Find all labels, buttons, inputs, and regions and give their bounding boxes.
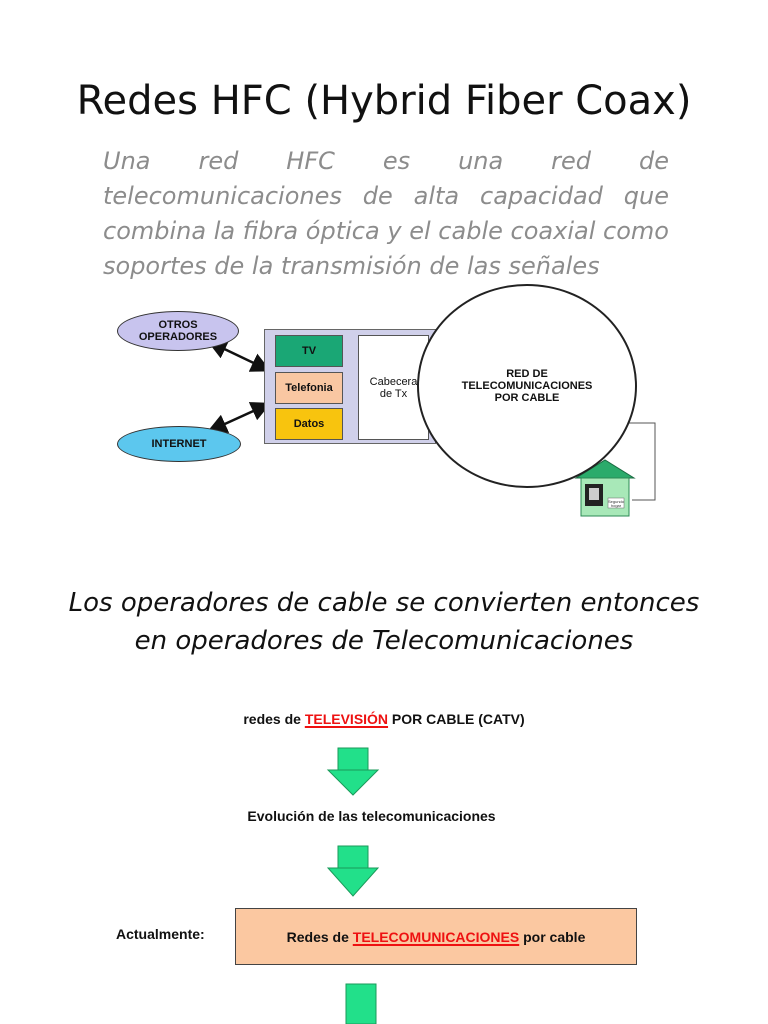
page-title: Redes HFC (Hybrid Fiber Coax) — [76, 78, 692, 124]
other-operators-node: OTROS OPERADORES — [117, 311, 239, 351]
flow-step1-highlight: TELEVISIÓN — [304, 711, 389, 727]
flow-step-catv: redes de TELEVISIÓN POR CABLE (CATV) — [0, 711, 768, 727]
flow-step1-suffix: POR CABLE (CATV) — [388, 711, 525, 727]
headend-label-line2: de Tx — [379, 387, 408, 400]
flow-step3-label: Actualmente: — [116, 926, 205, 942]
flow-step-current-box: Redes de TELECOMUNICACIONES por cable — [235, 908, 637, 965]
network-label-line3: POR CABLE — [494, 392, 560, 404]
flow-step3-suffix: por cable — [519, 928, 586, 945]
operators-link-arrow — [206, 340, 272, 372]
flow-arrow-3 — [345, 983, 377, 1024]
flow-arrow-1 — [326, 747, 380, 796]
subtitle-line1: Los operadores de cable se convierten en… — [68, 588, 700, 618]
flow-step3-highlight: TELECOMUNICACIONES — [352, 928, 520, 945]
house-label-line2: hogar — [610, 503, 622, 508]
datos-service: Datos — [275, 408, 343, 440]
house-label: Segundo hogar — [601, 500, 631, 508]
services-box: TV Telefonia Datos Cabecera de Tx — [264, 329, 436, 444]
internet-link-arrow — [206, 402, 272, 433]
house-icon — [574, 459, 636, 517]
network-label-line2: TELECOMUNICACIONES — [461, 380, 593, 392]
flow-step-evolution: Evolución de las telecomunicaciones — [247, 808, 496, 824]
telefonia-service: Telefonia — [275, 372, 343, 404]
flow-step1-prefix: redes de — [243, 711, 305, 727]
internet-node: INTERNET — [117, 426, 241, 462]
subtitle: Los operadores de cable se convierten en… — [0, 584, 768, 660]
home-connection-line — [620, 422, 656, 501]
operators-label-line2: OPERADORES — [138, 331, 218, 343]
headend-label-line1: Cabecera — [369, 375, 418, 388]
tv-service: TV — [275, 335, 343, 367]
flow-step3-prefix: Redes de — [286, 928, 353, 945]
flow-arrow-2 — [326, 845, 380, 897]
description-text: Una red HFC es una red de telecomunicaci… — [103, 147, 669, 280]
cable-network-node: RED DE TELECOMUNICACIONES POR CABLE — [417, 284, 637, 488]
house-label-line1: Segundo — [607, 499, 624, 504]
operators-label-line1: OTROS — [158, 319, 198, 331]
subtitle-line2: en operadores de Telecomunicaciones — [134, 626, 634, 656]
network-label-line1: RED DE — [506, 368, 548, 380]
